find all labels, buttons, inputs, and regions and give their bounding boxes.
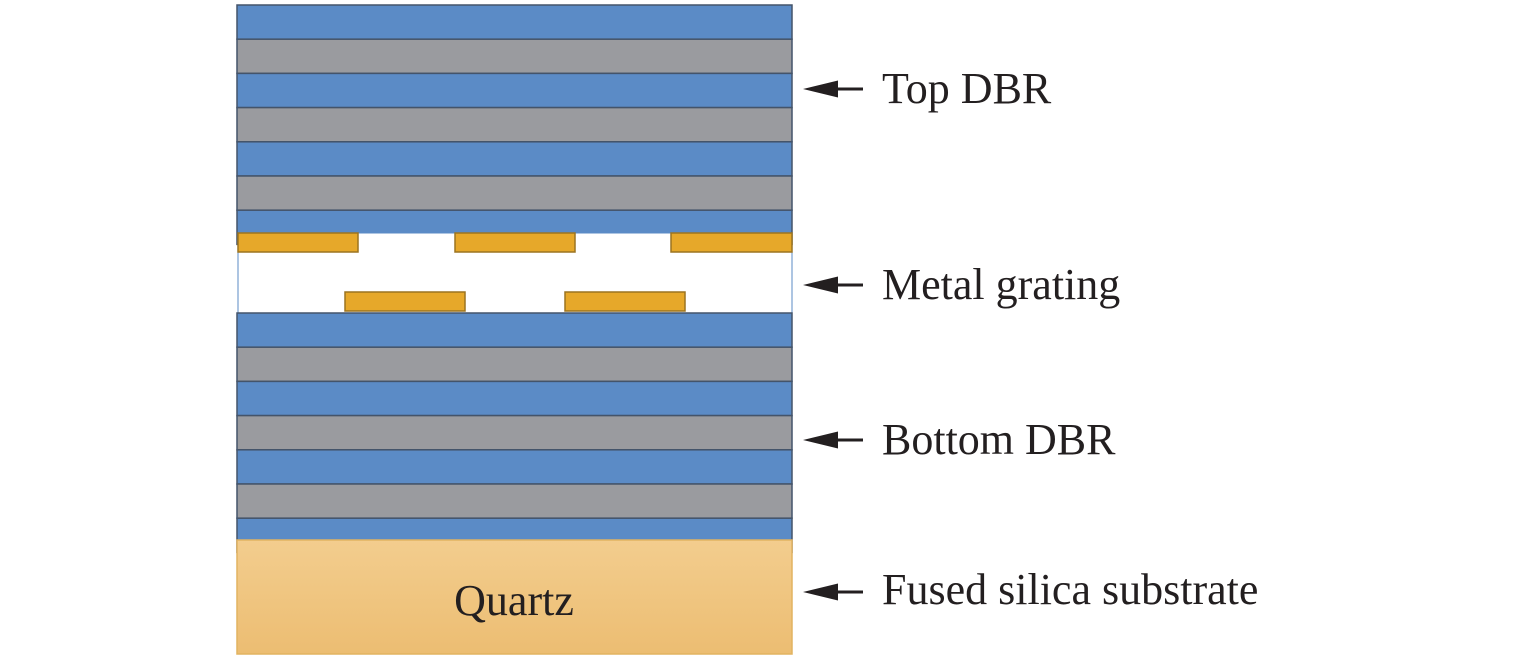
callout-metal-grating: Metal grating (803, 260, 1120, 309)
substrate-block: Quartz (236, 539, 793, 655)
grating-bar-upper-3 (670, 232, 793, 253)
arrow-left-icon (803, 276, 838, 294)
bottom-dbr-layer-gray (236, 483, 793, 519)
callout-bottom-dbr: Bottom DBR (803, 415, 1116, 464)
quartz-substrate (236, 539, 793, 655)
top-dbr-layer-gray (236, 38, 793, 75)
top-dbr-layer-blue (236, 72, 793, 109)
grating-bar-lower-1 (344, 291, 466, 312)
label-substrate: Fused silica substrate (882, 565, 1258, 614)
bottom-dbr-layer-gray (236, 414, 793, 451)
arrow-left-icon (803, 431, 838, 449)
grating-bar-lower-2 (564, 291, 686, 312)
bottom-dbr-stack (236, 312, 793, 554)
bottom-dbr-layer-blue (236, 380, 793, 417)
grating-bar-upper-1 (237, 232, 359, 253)
callout-substrate: Fused silica substrate (803, 565, 1258, 614)
label-metal-grating: Metal grating (882, 260, 1120, 309)
top-dbr-stack (236, 4, 793, 246)
bottom-dbr-layer-gray (236, 346, 793, 383)
arrow-left-icon (803, 80, 838, 98)
label-bottom-dbr: Bottom DBR (882, 415, 1116, 464)
bottom-dbr-layer-blue (236, 312, 793, 348)
substrate-label: Quartz (454, 576, 574, 625)
top-dbr-layer-gray (236, 106, 793, 143)
callout-top-dbr: Top DBR (803, 64, 1052, 113)
top-dbr-layer-blue (236, 141, 793, 177)
label-top-dbr: Top DBR (882, 64, 1052, 113)
top-dbr-layer-gray (236, 175, 793, 211)
metal-grating-region (237, 232, 793, 315)
top-dbr-layer-blue (236, 4, 793, 40)
arrow-left-icon (803, 583, 838, 601)
grating-bar-upper-2 (454, 232, 576, 253)
bottom-dbr-layer-blue (236, 449, 793, 485)
